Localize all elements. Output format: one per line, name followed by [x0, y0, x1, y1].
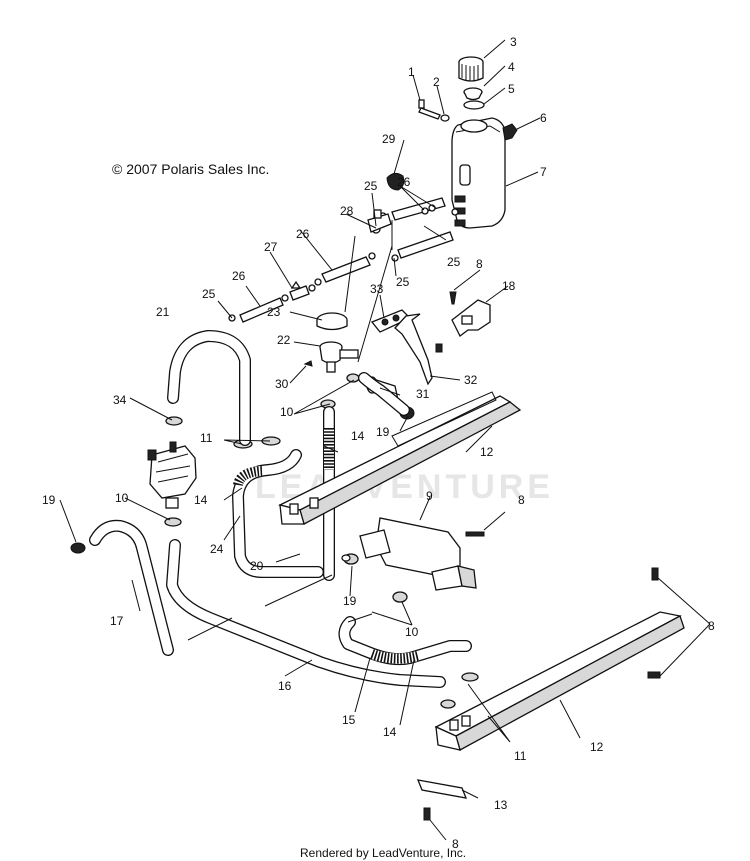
reservoir-bracket: [451, 299, 491, 337]
hose-16: [166, 539, 446, 688]
callout-25a: 25: [364, 179, 378, 193]
callout-2: 2: [433, 75, 440, 89]
heat-exchanger-lower: [434, 611, 685, 751]
callout-29: 29: [382, 132, 396, 146]
callout-8a: 8: [476, 257, 483, 271]
callout-24: 24: [210, 542, 224, 556]
cap-gasket: [463, 100, 485, 110]
callout-19c: 19: [343, 594, 357, 608]
callout-11b: 11: [514, 749, 527, 763]
callout-22: 22: [277, 333, 291, 347]
callout-12b: 12: [590, 740, 604, 754]
callout-21: 21: [156, 305, 170, 319]
hose-21: [167, 330, 251, 446]
callout-14b: 14: [194, 493, 208, 507]
bracket-bolt: [435, 343, 443, 353]
inline-fitting: [281, 280, 316, 302]
hose-20: [232, 449, 324, 578]
thermostat-housing: [319, 341, 359, 373]
callout-12a: 12: [480, 445, 494, 459]
hose-17: [89, 519, 174, 656]
hose-31: [358, 372, 410, 416]
callout-32: 32: [464, 373, 478, 387]
callout-27: 27: [264, 240, 278, 254]
retaining-bracket: [416, 779, 468, 799]
callout-numbers: 3 4 5 1 2 6 7 29 25 26 28 25 25 26 27 26…: [42, 35, 715, 851]
callout-5: 5: [508, 82, 515, 96]
callout-25b: 25: [447, 255, 461, 269]
hose-15: [338, 616, 472, 666]
callout-13: 13: [494, 798, 508, 812]
screw: [465, 531, 485, 537]
callout-8d: 8: [452, 837, 459, 851]
thermostat-cap: [316, 312, 348, 331]
callout-26a: 26: [397, 175, 411, 189]
callout-31: 31: [416, 387, 430, 401]
callout-10c: 10: [405, 625, 419, 639]
screw-bottom: [423, 807, 431, 821]
callout-25c: 25: [396, 275, 410, 289]
callout-18: 18: [502, 279, 516, 293]
callout-28: 28: [340, 204, 354, 218]
callout-16: 16: [278, 679, 292, 693]
heat-exchanger-upper: [278, 391, 522, 525]
callout-10a: 10: [280, 405, 294, 419]
screw-right-upper: [651, 567, 659, 581]
copyright-text: © 2007 Polaris Sales Inc.: [112, 161, 269, 177]
callout-15: 15: [342, 713, 356, 727]
reservoir-cap: [458, 56, 484, 82]
mounting-bolt: [418, 99, 441, 120]
callout-25d: 25: [202, 287, 216, 301]
callout-23: 23: [267, 305, 281, 319]
callout-4: 4: [508, 60, 515, 74]
callout-6: 6: [540, 111, 547, 125]
screw-right-lower: [647, 671, 661, 679]
callout-11a: 11: [200, 431, 213, 445]
vent-tube-middle: [314, 252, 376, 286]
callout-19b: 19: [42, 493, 56, 507]
callout-1: 1: [408, 65, 415, 79]
callout-14a: 14: [351, 429, 365, 443]
callout-30: 30: [275, 377, 289, 391]
callout-3: 3: [510, 35, 517, 49]
callout-33: 33: [370, 282, 384, 296]
air-diverter: [359, 517, 477, 591]
mounting-bracket: [394, 313, 433, 386]
cap-seal: [463, 87, 483, 101]
washer: [440, 114, 450, 122]
callout-7: 7: [540, 165, 547, 179]
coolant-reservoir: [451, 117, 506, 229]
callout-9: 9: [426, 489, 433, 503]
water-pump: [147, 441, 197, 509]
callout-34: 34: [113, 393, 127, 407]
callout-14c: 14: [383, 725, 397, 739]
bleed-screw: [303, 360, 313, 367]
t-fitting: [367, 209, 392, 233]
callout-8c: 8: [708, 619, 715, 633]
callout-17: 17: [110, 614, 124, 628]
bracket-bolt-top: [449, 291, 457, 305]
hose-clip: [502, 123, 518, 141]
callout-10b: 10: [115, 491, 129, 505]
footer-text: Rendered by LeadVenture, Inc.: [300, 846, 466, 860]
callout-26b: 26: [296, 227, 310, 241]
callout-20: 20: [250, 559, 264, 573]
callout-8b: 8: [518, 493, 525, 507]
callout-26c: 26: [232, 269, 246, 283]
leader-lines: [59, 39, 711, 841]
callout-19a: 19: [376, 425, 390, 439]
vent-tube-upper: [371, 197, 459, 262]
